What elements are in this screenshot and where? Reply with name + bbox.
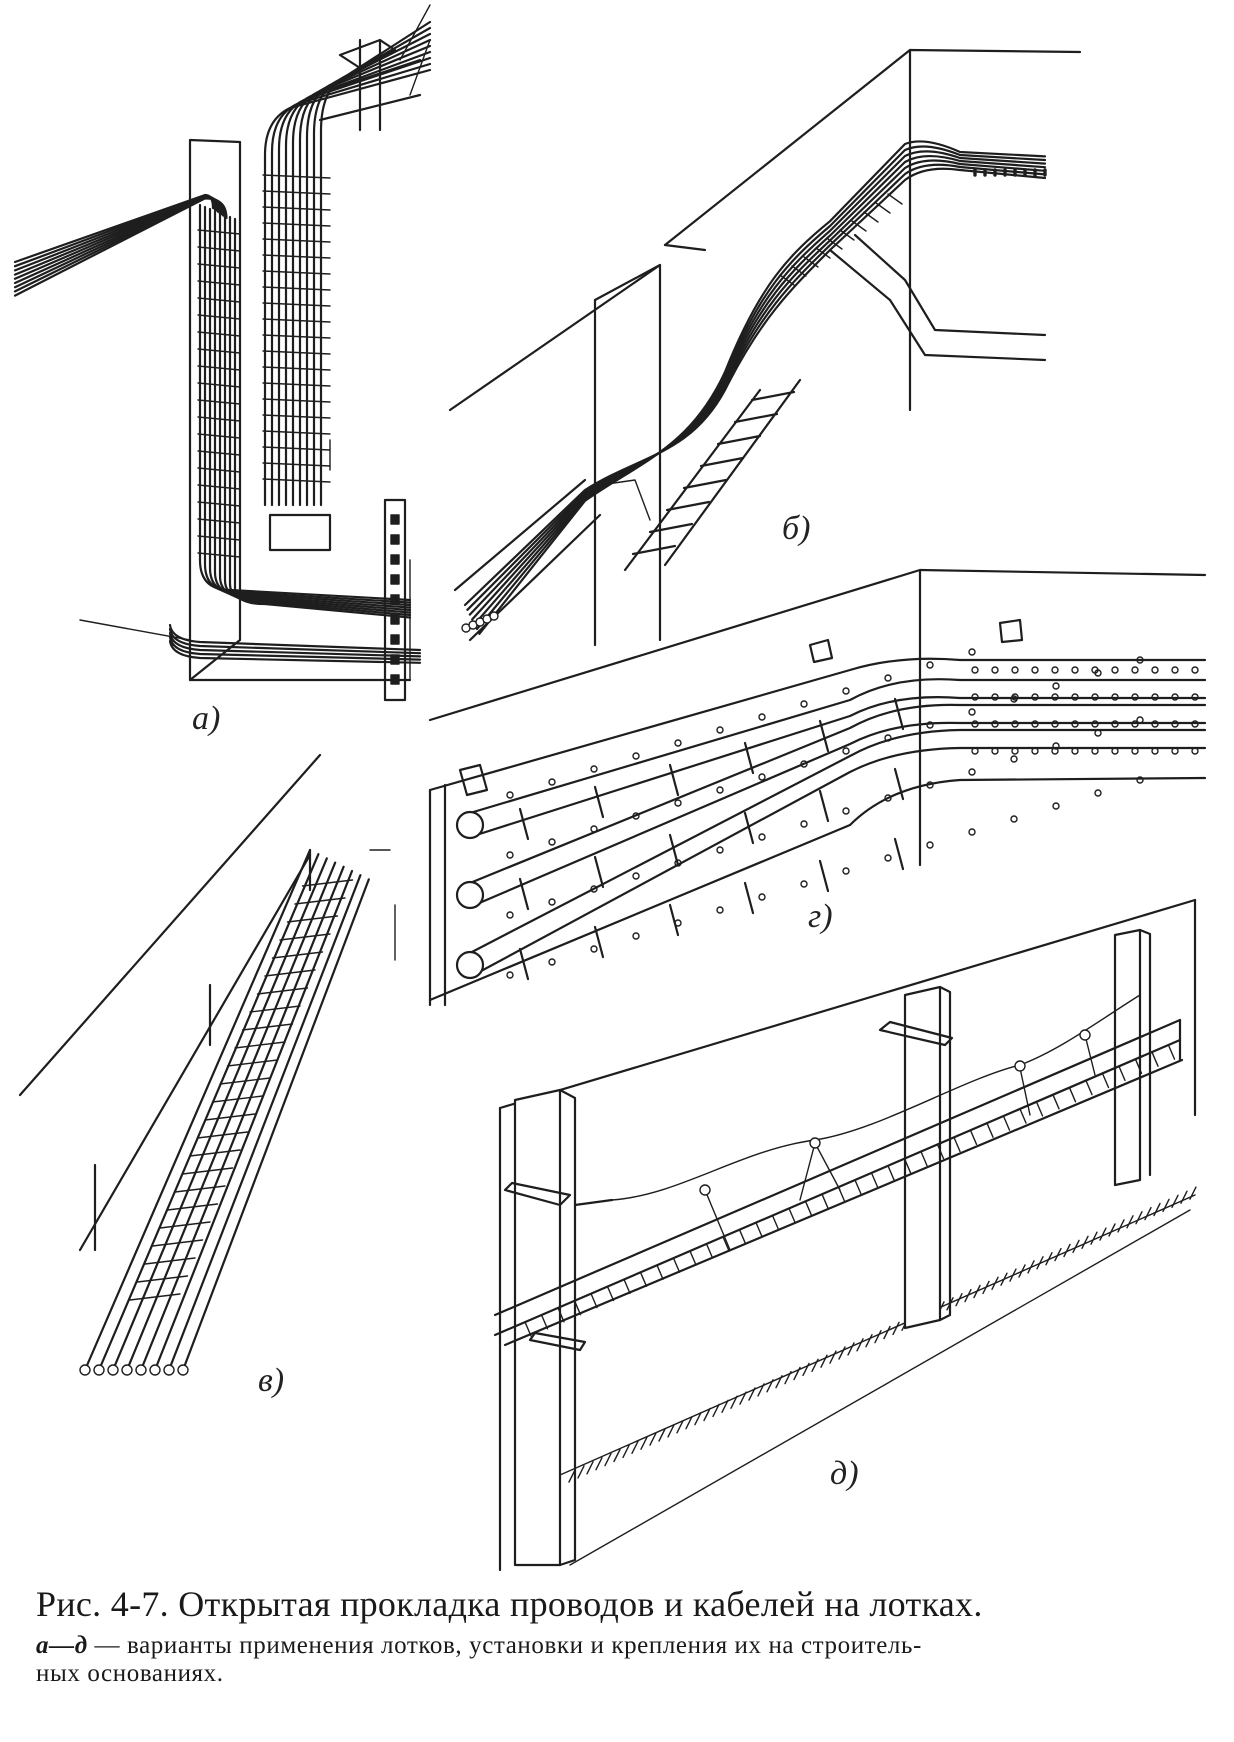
caption-description: а—д — варианты применения лотков, устано… (36, 1632, 1206, 1688)
label-panel-v: в) (258, 1362, 285, 1399)
figure-caption: Рис. 4-7. Открытая прокладка проводов и … (36, 1582, 1206, 1688)
caption-prefix: а—д (36, 1632, 88, 1659)
caption-title: Рис. 4-7. Открытая прокладка проводов и … (36, 1584, 983, 1624)
panel-d-drawing (493, 898, 1197, 1572)
panel-b-drawing (448, 48, 1082, 647)
label-panel-b: б) (782, 510, 811, 547)
caption-text-2: ных основаниях. (36, 1660, 224, 1687)
panel-a-drawing (13, 4, 432, 702)
panel-v-drawing (18, 753, 396, 1376)
label-panel-a: а) (192, 700, 221, 737)
label-panel-d: д) (830, 1455, 859, 1492)
caption-text: — варианты применения лотков, установки … (87, 1632, 922, 1659)
label-panel-g: г) (808, 898, 833, 935)
panel-g-drawing (428, 568, 1207, 1007)
